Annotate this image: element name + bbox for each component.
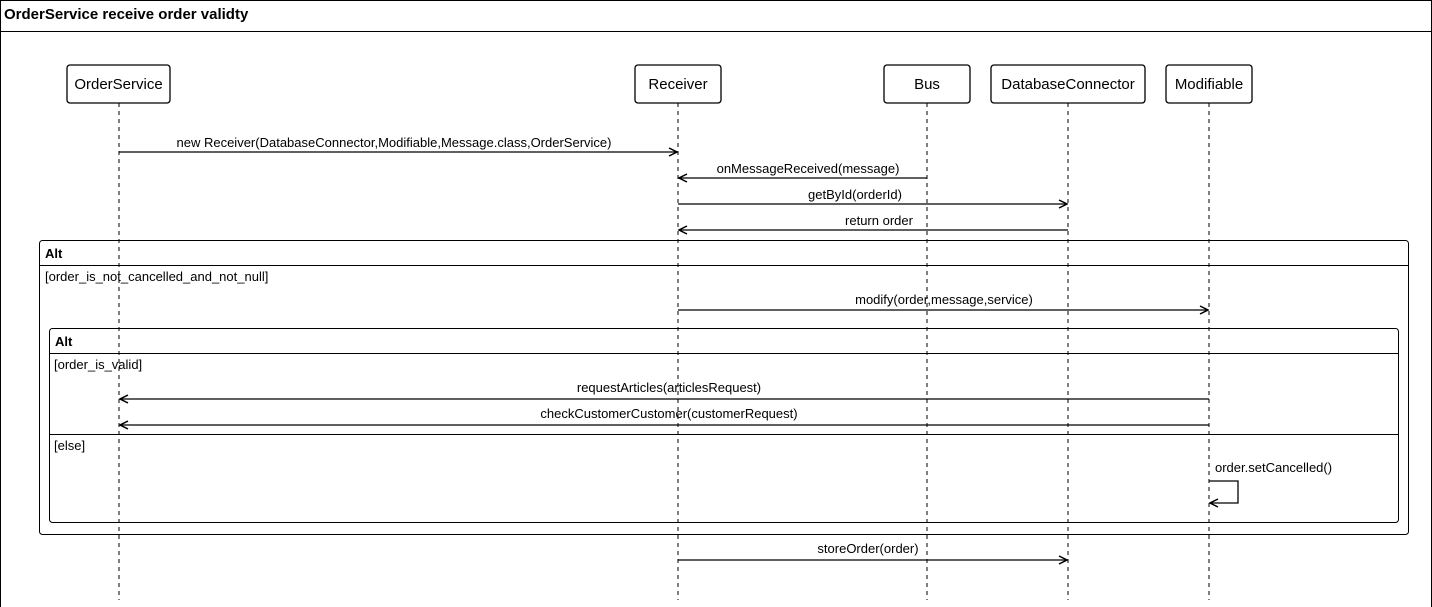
message-store-order: storeOrder(order): [678, 541, 1067, 560]
message-label: requestArticles(articlesRequest): [577, 380, 761, 395]
participant-modifiable: Modifiable: [1165, 64, 1253, 104]
participant-label: Receiver: [648, 76, 707, 93]
message-label: return order: [845, 213, 914, 228]
participant-label: OrderService: [74, 76, 162, 93]
message-label: getById(orderId): [808, 187, 902, 202]
participant-databaseconnector: DatabaseConnector: [990, 64, 1146, 104]
participant-label: Modifiable: [1175, 76, 1243, 93]
message-request-articles: requestArticles(articlesRequest): [120, 380, 1209, 399]
message-label: order.setCancelled(): [1215, 460, 1332, 475]
message-check-customer: checkCustomerCustomer(customerRequest): [120, 406, 1209, 425]
message-on-message-received: onMessageReceived(message): [679, 161, 927, 178]
fragment-kind-label: Alt: [55, 334, 73, 349]
message-label: modify(order,message,service): [855, 292, 1033, 307]
message-set-cancelled-self: order.setCancelled(): [1209, 460, 1332, 503]
message-get-by-id: getById(orderId): [678, 187, 1067, 204]
message-label: onMessageReceived(message): [717, 161, 900, 176]
message-return-order: return order: [679, 213, 1068, 230]
fragment-guard: [order_is_not_cancelled_and_not_null]: [45, 269, 268, 284]
alt-fragment-inner: Alt [order_is_valid] [else]: [49, 328, 1399, 523]
fragment-guard: [order_is_valid]: [54, 357, 142, 372]
message-label: checkCustomerCustomer(customerRequest): [540, 406, 797, 421]
fragment-else-guard: [else]: [54, 438, 85, 453]
fragment-kind-label: Alt: [45, 246, 63, 261]
participant-orderservice: OrderService: [66, 64, 171, 104]
diagram-title: OrderService receive order validty: [4, 6, 249, 23]
message-label: new Receiver(DatabaseConnector,Modifiabl…: [177, 135, 612, 150]
alt-fragment-outer: Alt [order_is_not_cancelled_and_not_null…: [39, 240, 1409, 535]
message-label: storeOrder(order): [817, 541, 918, 556]
message-modify: modify(order,message,service): [678, 292, 1208, 310]
message-new-receiver: new Receiver(DatabaseConnector,Modifiabl…: [119, 135, 677, 152]
participant-label: Bus: [914, 76, 940, 93]
participant-label: DatabaseConnector: [1001, 76, 1134, 93]
participant-receiver: Receiver: [634, 64, 722, 104]
participant-bus: Bus: [883, 64, 971, 104]
